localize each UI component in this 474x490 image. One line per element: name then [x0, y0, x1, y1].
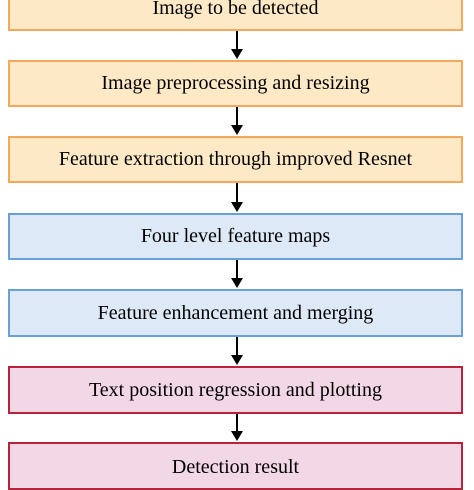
step-label: Feature extraction through improved Resn… — [58, 148, 413, 170]
down-arrow-icon — [228, 183, 246, 213]
step-detection-result: Detection result — [8, 442, 463, 490]
step-label: Detection result — [171, 456, 300, 478]
down-arrow-icon — [228, 260, 246, 289]
step-text-position-regression: Text position regression and plotting — [8, 366, 463, 414]
down-arrow-icon — [228, 337, 246, 366]
step-label: Image to be detected — [152, 0, 319, 19]
down-arrow-icon — [228, 31, 246, 60]
step-four-level-feature-maps: Four level feature maps — [8, 213, 463, 260]
step-image-preprocessing: Image preprocessing and resizing — [8, 60, 463, 107]
step-image-to-be-detected: Image to be detected — [8, 0, 463, 31]
step-label: Text position regression and plotting — [88, 378, 382, 401]
step-feature-enhancement: Feature enhancement and merging — [8, 289, 463, 337]
step-label: Feature enhancement and merging — [97, 301, 374, 324]
down-arrow-icon — [228, 107, 246, 136]
down-arrow-icon — [228, 414, 246, 442]
step-label: Image preprocessing and resizing — [101, 72, 370, 94]
step-feature-extraction: Feature extraction through improved Resn… — [8, 136, 463, 183]
step-label: Four level feature maps — [140, 225, 331, 247]
